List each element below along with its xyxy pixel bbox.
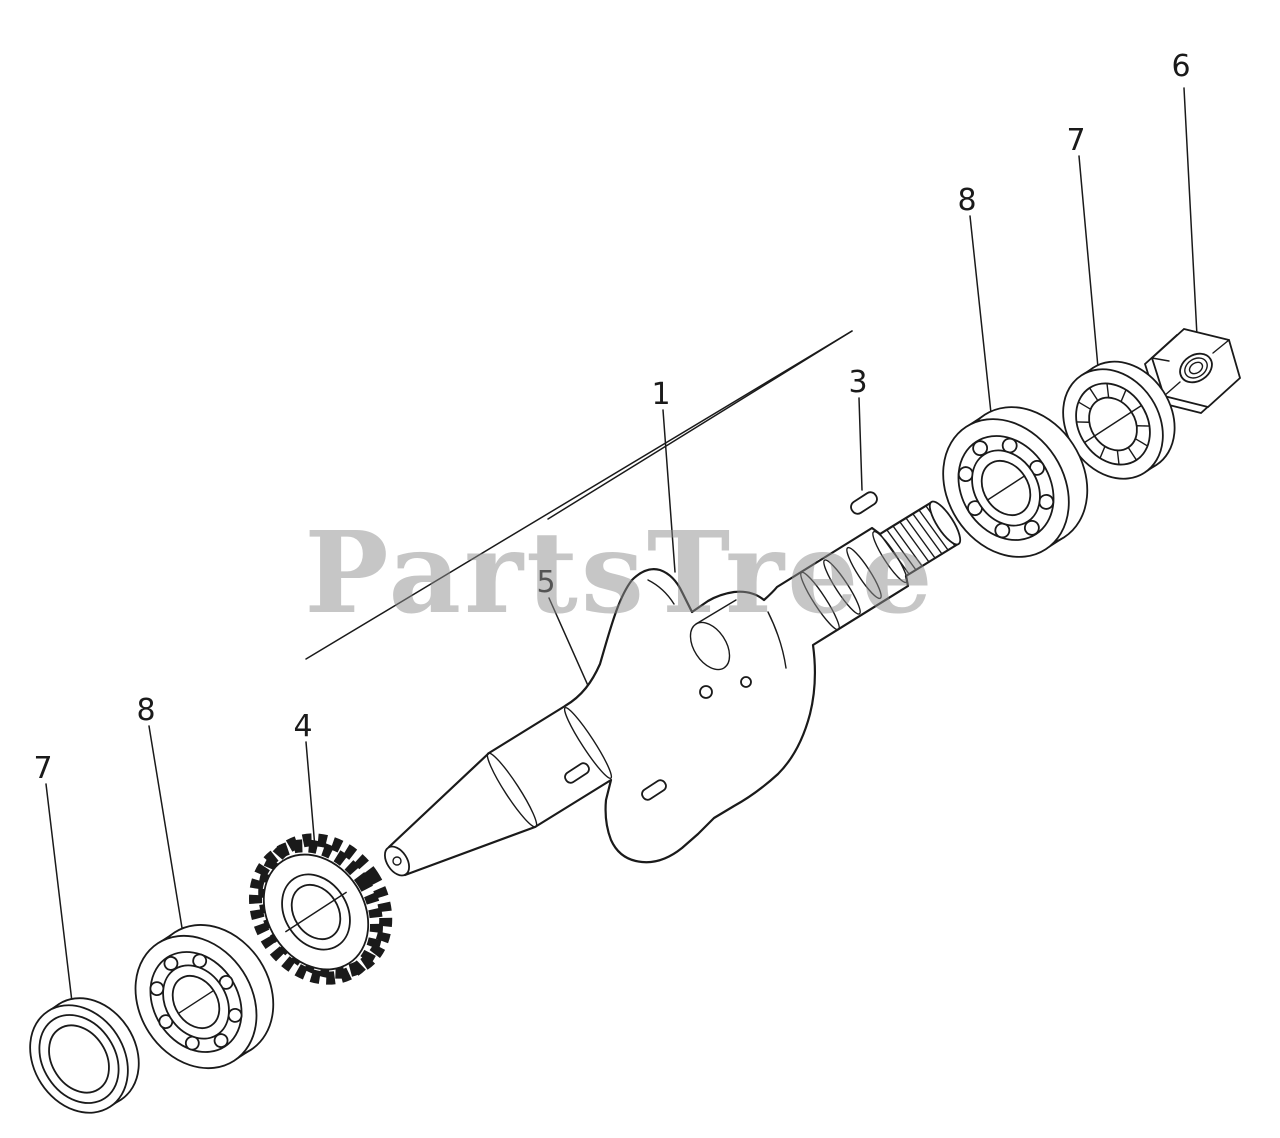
callout-5-crank-keys[interactable]: 5 xyxy=(536,565,555,600)
callout-3-woodruff-key[interactable]: 3 xyxy=(848,365,867,400)
hex-nut-thread-ring xyxy=(1184,357,1208,379)
oil-hole xyxy=(699,685,713,699)
partstree-watermark: PartsTree xyxy=(304,508,935,639)
leader-line-8-right xyxy=(969,215,994,433)
callout-4-timing-gear[interactable]: 4 xyxy=(293,709,312,744)
hex-nut-facet-line xyxy=(1212,339,1230,354)
crankpin-edge xyxy=(695,599,737,625)
shaft-step-line xyxy=(823,559,861,615)
hex-nut-facet-line xyxy=(1163,381,1181,397)
leader-line-4 xyxy=(305,741,316,849)
bearing-right-balls xyxy=(957,437,1055,539)
leader-lines xyxy=(45,87,1198,1003)
shaft-step-line xyxy=(846,546,882,600)
callout-6-hex-nut[interactable]: 6 xyxy=(1171,49,1190,84)
woodruff-key-body xyxy=(850,491,878,515)
timing-gear xyxy=(249,833,393,985)
crank-key-front xyxy=(564,762,590,784)
callout-7-seal-left[interactable]: 7 xyxy=(33,751,52,786)
crank-key-rear xyxy=(641,779,667,801)
shaft-step-line xyxy=(800,571,840,631)
journal-web-junction xyxy=(563,706,613,780)
crankshaft-nose-tip xyxy=(384,845,410,877)
hex-nut-thread-ring xyxy=(1188,361,1204,375)
leader-line-6 xyxy=(1183,87,1198,337)
bearing-right-axis-line xyxy=(986,475,1026,501)
leader-line-8-left xyxy=(148,725,184,935)
leader-line-3 xyxy=(858,397,863,491)
gear-axis-line xyxy=(285,891,347,933)
callout-labels: 6 7 8 3 1 5 4 8 7 xyxy=(33,49,1190,786)
crankshaft-thread-tip xyxy=(928,500,962,546)
bracket-line-upper xyxy=(547,330,853,520)
woodruff-key xyxy=(850,491,878,515)
seal-left-bore xyxy=(48,1024,110,1094)
callout-1-crankshaft[interactable]: 1 xyxy=(651,377,670,412)
nose-center-hole xyxy=(392,856,402,866)
bearing-left-balls xyxy=(149,953,243,1051)
seal-left-lip-ring xyxy=(38,1014,120,1104)
journal-step-line xyxy=(486,752,538,828)
callout-7-seal-right[interactable]: 7 xyxy=(1066,123,1085,158)
leader-line-1 xyxy=(662,409,676,573)
shaft-step-line xyxy=(872,530,908,584)
hex-nut-bore xyxy=(1179,352,1213,384)
web1-inner-curve xyxy=(647,579,675,605)
oil-seal-left xyxy=(29,997,140,1114)
ball-bearing-left xyxy=(134,924,275,1070)
gear-front-teeth xyxy=(249,839,383,985)
seal-right-hatching xyxy=(1075,382,1151,466)
callout-8-bearing-right[interactable]: 8 xyxy=(957,183,976,218)
bracket-line-lower xyxy=(305,330,853,660)
oil-hole xyxy=(740,676,752,688)
seal-right-axis-line xyxy=(1093,411,1133,437)
bearing-seal-right xyxy=(1062,360,1176,480)
leader-line-7-left xyxy=(45,783,73,1003)
ball-bearing-right xyxy=(942,406,1089,558)
hex-nut-facet-line xyxy=(1151,357,1170,362)
crankshaft xyxy=(384,500,962,877)
hex-nut xyxy=(1143,328,1242,414)
bearing-left-axis-line xyxy=(177,989,215,1015)
leader-line-7-right xyxy=(1078,155,1101,391)
callout-8-bearing-left[interactable]: 8 xyxy=(136,693,155,728)
web2-inner-curve xyxy=(767,611,787,669)
crankshaft-outline xyxy=(387,500,960,877)
